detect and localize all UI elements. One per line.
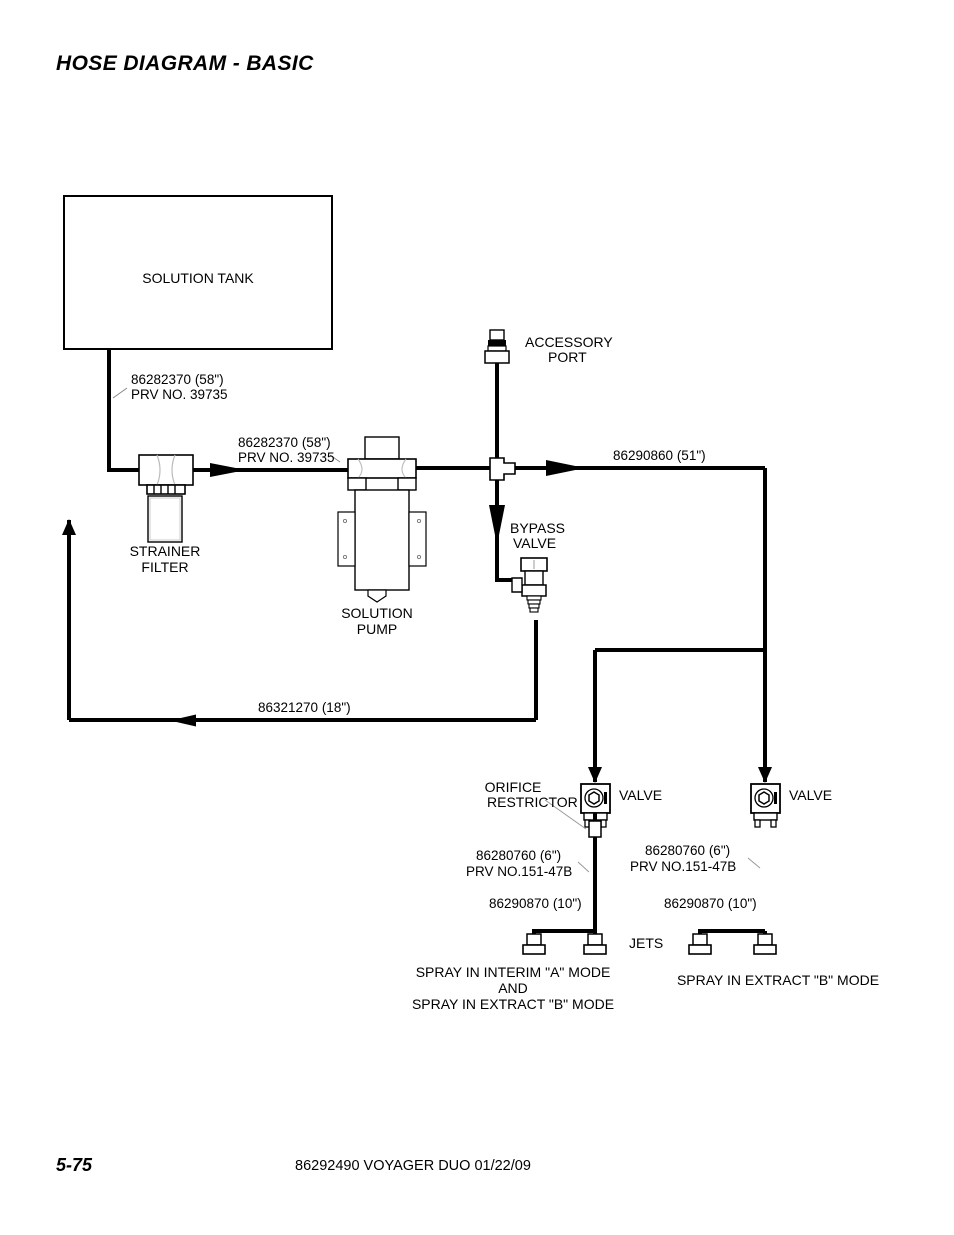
jet-manifold-left	[532, 929, 597, 937]
hose-label-pump-outlet-part: 86290860 (51")	[613, 448, 706, 463]
caption-left-line2: AND	[498, 980, 528, 996]
hose-to-bypass-valve	[489, 480, 516, 582]
orifice-restrictor: ORIFICE RESTRICTOR	[485, 779, 602, 931]
solution-tank: SOLUTION TANK	[63, 195, 333, 350]
hose-label-valve-right-prv: PRV NO.151-47B	[630, 859, 736, 874]
caption-left-line3: SPRAY IN EXTRACT "B" MODE	[412, 996, 614, 1012]
leader-tank-outlet	[112, 387, 128, 399]
strainer-filter: STRAINER FILTER	[130, 454, 201, 575]
valve-right-label: VALVE	[789, 787, 832, 803]
strainer-filter-label-line2: FILTER	[141, 559, 188, 575]
right-branch-flow-arrow	[546, 460, 585, 476]
hose-label-jets-left-part: 86290870 (10")	[489, 896, 582, 911]
bypass-flow-arrow	[489, 505, 505, 545]
caption-right-line1: SPRAY IN EXTRACT "B" MODE	[677, 972, 879, 988]
solution-pump: SOLUTION PUMP	[337, 436, 427, 637]
caption-left-line1: SPRAY IN INTERIM "A" MODE	[416, 964, 611, 980]
bypass-valve-label-line2: VALVE	[513, 535, 556, 551]
valve-right: VALVE	[750, 783, 832, 828]
page-title: HOSE DIAGRAM - BASIC	[56, 52, 314, 75]
supply-flow-arrow	[210, 463, 246, 477]
leader-valve-left-hose	[577, 861, 590, 873]
hose-label-valve-right-part: 86280760 (6")	[645, 843, 730, 858]
leader-valve-right-hose	[747, 857, 761, 869]
accessory-port-label-line1: ACCESSORY	[525, 334, 613, 350]
hose-to-right-branch	[515, 460, 772, 783]
hose-valve-branch-manifold	[588, 648, 765, 783]
hose-label-tank-outlet-prv: PRV NO. 39735	[131, 387, 228, 402]
bypass-valve-label-line1: BYPASS	[510, 520, 565, 536]
return-flow-arrow	[170, 714, 196, 727]
hose-label-strainer-pump-prv: PRV NO. 39735	[238, 450, 335, 465]
footer-document-info: 86292490 VOYAGER DUO 01/22/09	[295, 1158, 531, 1174]
hose-label-strainer-pump-part: 86282370 (58")	[238, 435, 331, 450]
hose-strainer-to-pump	[193, 463, 348, 477]
jet-left-2	[583, 933, 607, 955]
hose-label-valve-left-part: 86280760 (6")	[476, 848, 561, 863]
tee-fitting	[489, 457, 516, 481]
bypass-valve	[511, 557, 548, 613]
orifice-restrictor-label-line1: ORIFICE	[485, 779, 542, 795]
jet-right-1	[688, 933, 712, 955]
solution-pump-label-line1: SOLUTION	[341, 605, 413, 621]
solution-pump-label-line2: PUMP	[357, 621, 397, 637]
jet-manifold-right	[698, 929, 767, 937]
hose-tank-to-strainer	[107, 349, 139, 472]
footer-page-number: 5-75	[56, 1155, 93, 1175]
jets-label: JETS	[629, 935, 663, 951]
jet-right-2	[753, 933, 777, 955]
hose-diagram: SOLUTION TANK 86282370 (58") PRV NO. 397…	[62, 195, 879, 1012]
jet-left-1	[522, 933, 546, 955]
hose-label-tank-outlet-part: 86282370 (58")	[131, 372, 224, 387]
hose-return-line	[62, 519, 538, 727]
strainer-filter-label-line1: STRAINER	[130, 543, 201, 559]
accessory-port: ACCESSORY PORT	[484, 329, 613, 462]
solution-tank-label: SOLUTION TANK	[142, 270, 254, 286]
leader-orifice-restrictor	[544, 799, 587, 830]
hose-label-return-part: 86321270 (18")	[258, 700, 351, 715]
hose-label-jets-right-part: 86290870 (10")	[664, 896, 757, 911]
orifice-restrictor-label-line2: RESTRICTOR	[487, 794, 578, 810]
leader-strainer-to-pump	[329, 454, 341, 463]
hose-label-valve-left-prv: PRV NO.151-47B	[466, 864, 572, 879]
accessory-port-label-line2: PORT	[548, 349, 587, 365]
valve-left-label: VALVE	[619, 787, 662, 803]
